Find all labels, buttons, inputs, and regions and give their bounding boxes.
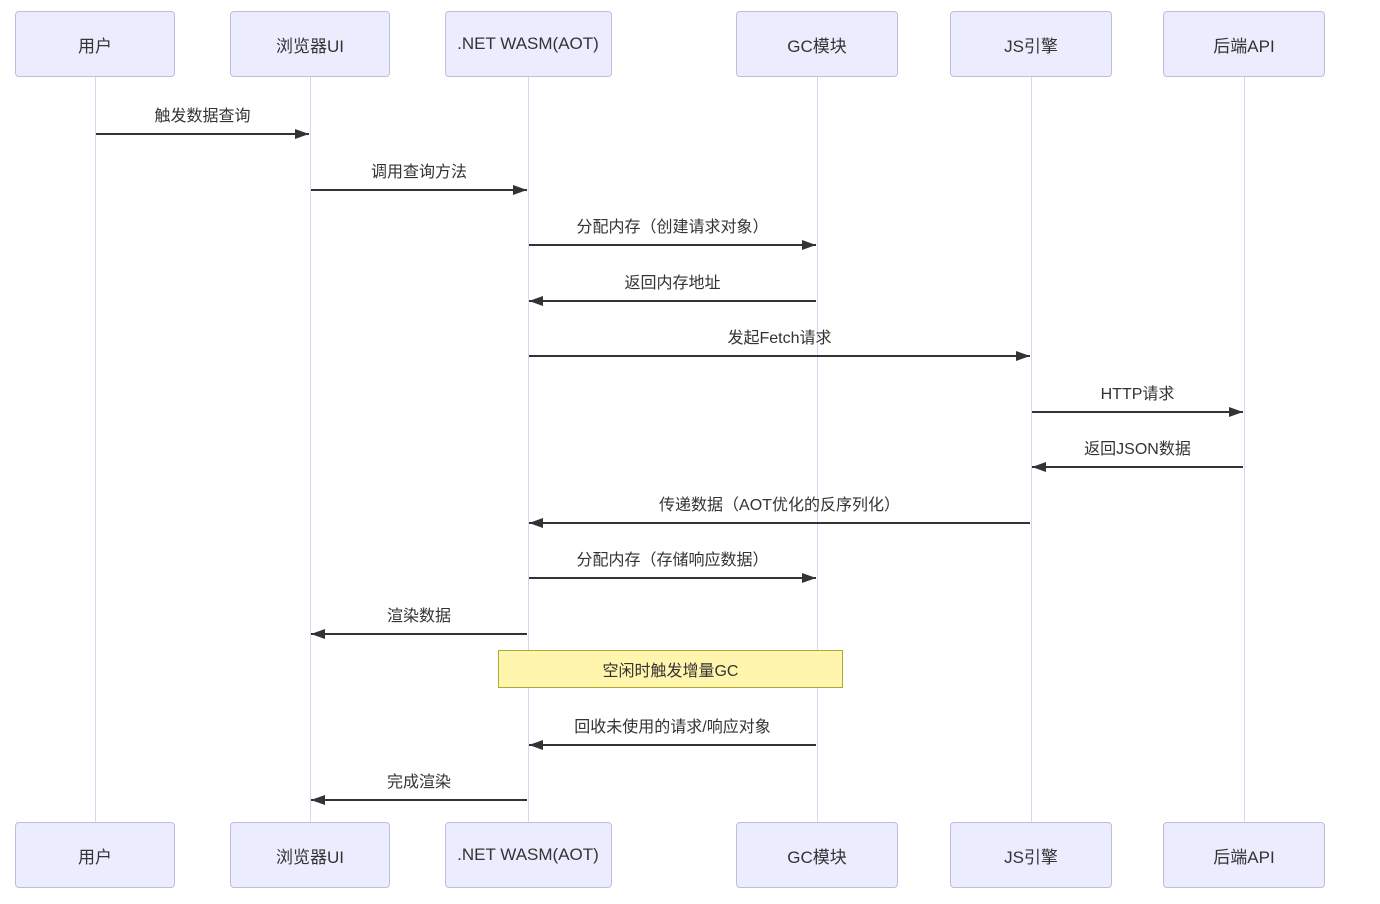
arrowhead-icon-9 <box>311 629 325 639</box>
message-line-5 <box>1032 411 1243 413</box>
lifeline-user <box>94 77 96 822</box>
message-label-9: 渲染数据 <box>386 608 451 625</box>
message-line-3 <box>529 300 816 302</box>
message-line-10 <box>529 744 816 746</box>
message-label-6: 返回JSON数据 <box>1084 441 1191 458</box>
message-line-1 <box>311 189 527 191</box>
message-label-4: 发起Fetch请求 <box>727 330 832 347</box>
participant-box-browser-bottom: 浏览器UI <box>230 822 390 888</box>
message-line-9 <box>311 633 527 635</box>
participant-box-user-top: 用户 <box>15 11 175 77</box>
message-label-0: 触发数据查询 <box>154 108 251 125</box>
arrowhead-icon-8 <box>802 573 816 583</box>
message-label-10: 回收未使用的请求/响应对象 <box>574 719 771 736</box>
message-line-6 <box>1032 466 1243 468</box>
arrowhead-icon-5 <box>1229 407 1243 417</box>
arrowhead-icon-1 <box>513 185 527 195</box>
participant-box-api-top: 后端API <box>1163 11 1325 77</box>
message-line-2 <box>529 244 816 246</box>
arrowhead-icon-0 <box>295 129 309 139</box>
message-label-5: HTTP请求 <box>1100 386 1175 403</box>
message-label-2: 分配内存（创建请求对象） <box>576 219 769 236</box>
participant-box-api-bottom: 后端API <box>1163 822 1325 888</box>
note-incremental-gc: 空闲时触发增量GC <box>498 650 843 688</box>
message-label-7: 传递数据（AOT优化的反序列化） <box>659 497 900 514</box>
participant-box-js-bottom: JS引擎 <box>950 822 1112 888</box>
message-label-8: 分配内存（存储响应数据） <box>576 552 769 569</box>
participant-box-browser-top: 浏览器UI <box>230 11 390 77</box>
message-label-3: 返回内存地址 <box>624 275 721 292</box>
arrowhead-icon-4 <box>1016 351 1030 361</box>
message-line-4 <box>529 355 1030 357</box>
message-line-0 <box>96 133 309 135</box>
message-line-8 <box>529 577 816 579</box>
arrowhead-icon-2 <box>802 240 816 250</box>
lifeline-wasm <box>527 77 529 822</box>
participant-box-gc-bottom: GC模块 <box>736 822 898 888</box>
arrowhead-icon-11 <box>311 795 325 805</box>
lifeline-gc <box>816 77 818 822</box>
arrowhead-icon-3 <box>529 296 543 306</box>
message-label-1: 调用查询方法 <box>370 164 467 181</box>
participant-box-user-bottom: 用户 <box>15 822 175 888</box>
lifeline-js <box>1030 77 1032 822</box>
arrowhead-icon-7 <box>529 518 543 528</box>
participant-box-gc-top: GC模块 <box>736 11 898 77</box>
participant-box-wasm-top: .NET WASM(AOT) <box>444 11 612 77</box>
participant-box-wasm-bottom: .NET WASM(AOT) <box>444 822 612 888</box>
arrowhead-icon-10 <box>529 740 543 750</box>
message-line-7 <box>529 522 1030 524</box>
participant-box-js-top: JS引擎 <box>950 11 1112 77</box>
message-label-11: 完成渲染 <box>386 774 451 791</box>
lifeline-api <box>1243 77 1245 822</box>
lifeline-browser <box>309 77 311 822</box>
arrowhead-icon-6 <box>1032 462 1046 472</box>
message-line-11 <box>311 799 527 801</box>
